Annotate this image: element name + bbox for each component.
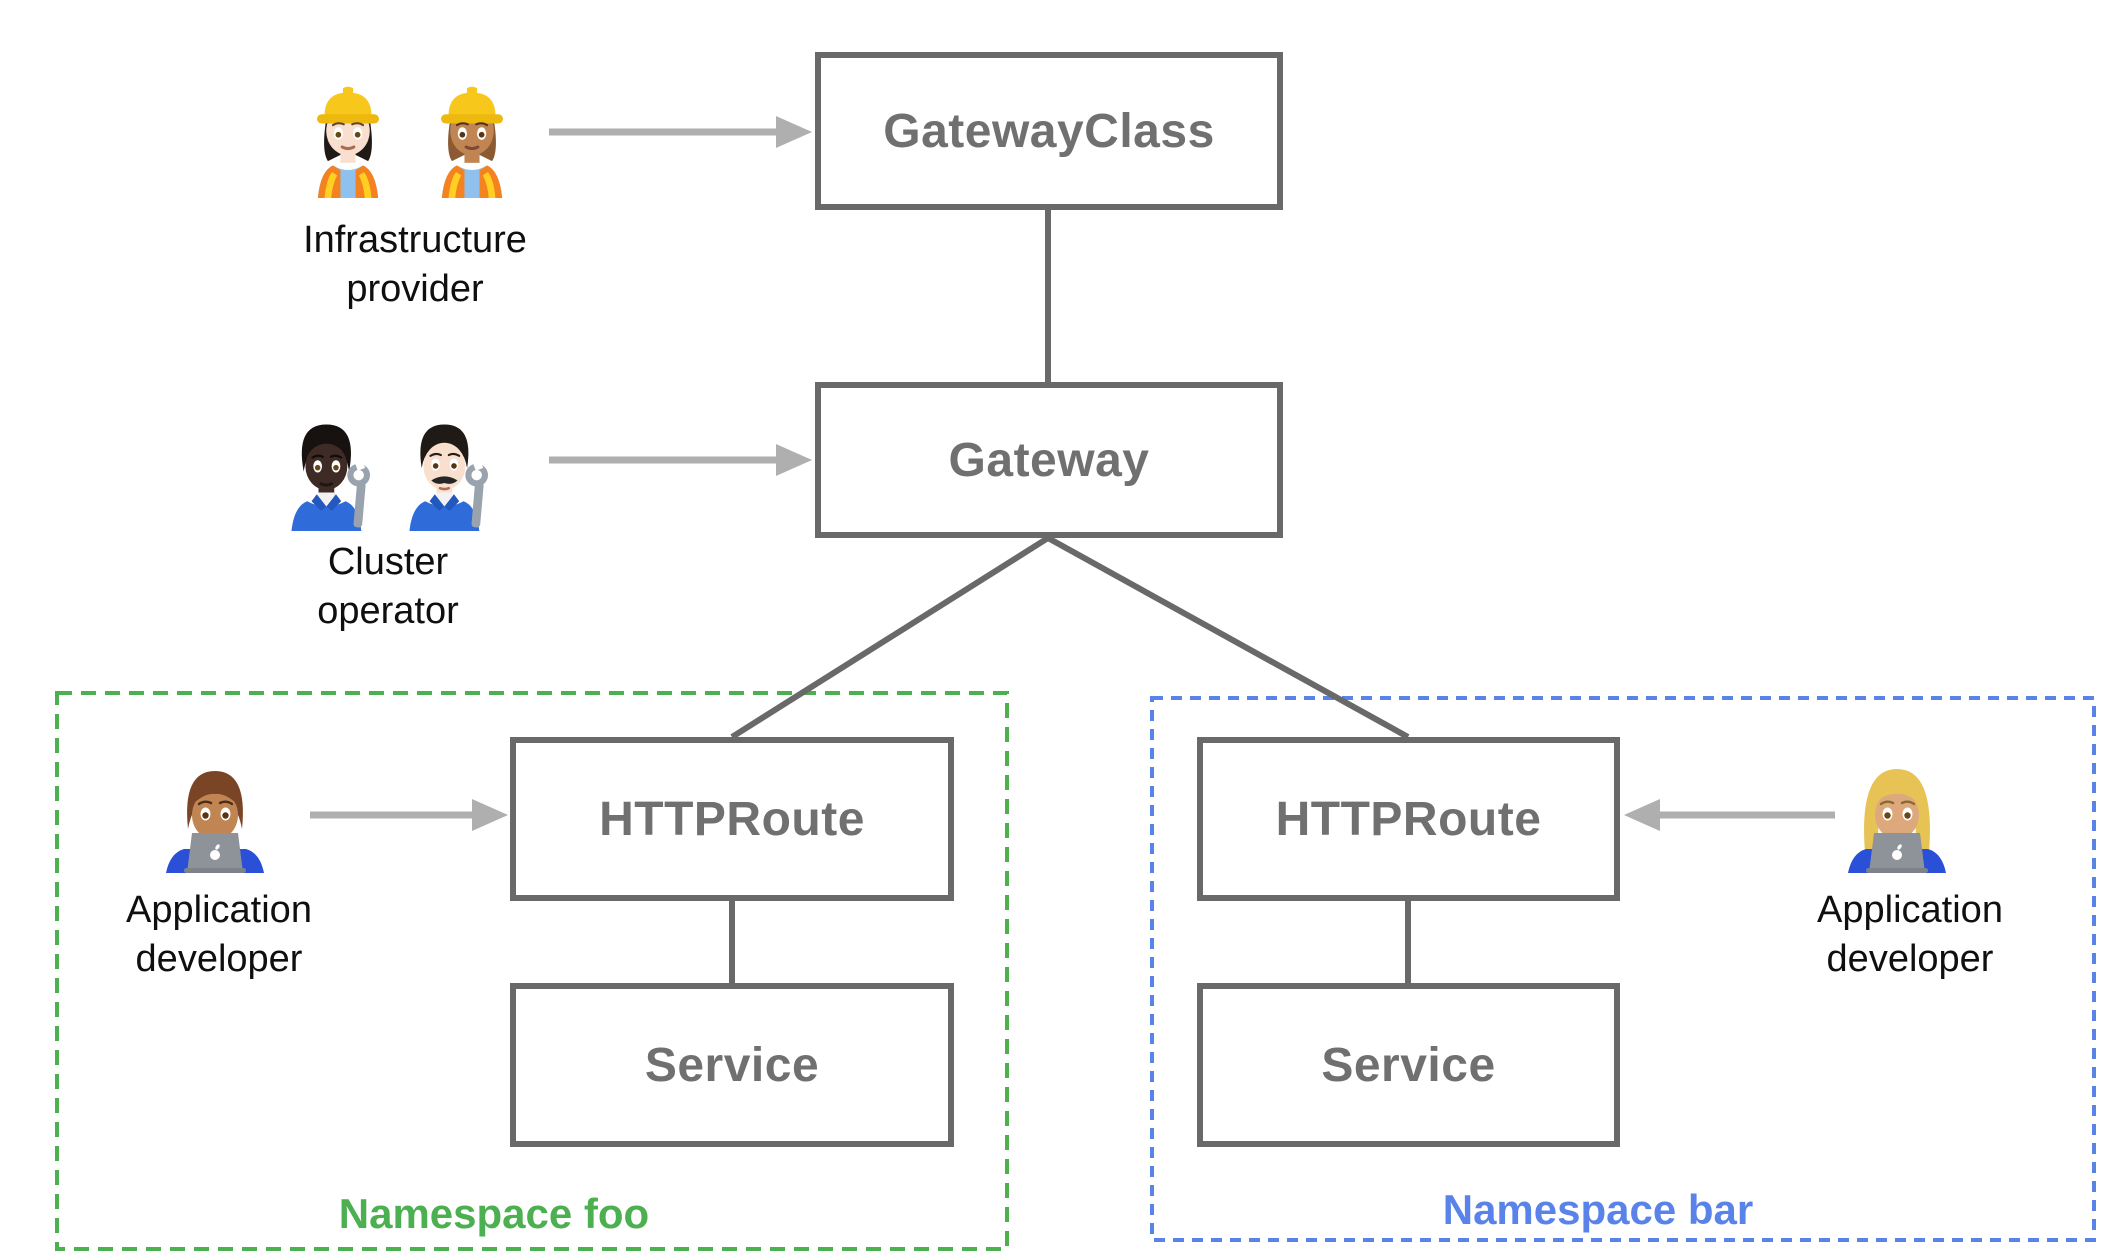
node-httproute-bar: HTTPRoute	[1197, 737, 1620, 901]
infrastructure-provider-label: Infrastructure provider	[303, 219, 527, 310]
node-service-bar: Service	[1197, 983, 1620, 1147]
node-gateway: Gateway	[815, 382, 1283, 538]
namespace-foo-boundary	[55, 691, 1009, 1251]
namespace-bar-label: Namespace bar	[1442, 1186, 1754, 1233]
edge-gateway-httproute-bar	[1046, 535, 1410, 740]
edge-gateway-httproute-foo	[730, 535, 1050, 740]
arrow-app-developer-to-httproute-bar	[1624, 799, 1835, 831]
woman-construction-worker-medium-skin-emoji	[441, 86, 503, 198]
woman-construction-worker-light-skin-emoji	[317, 86, 379, 198]
node-service-foo: Service	[510, 983, 954, 1147]
arrow-infrastructure-provider-to-gatewayclass	[549, 116, 812, 148]
woman-technologist-blonde-emoji	[1848, 769, 1946, 873]
mechanic-dark-skin-emoji	[291, 424, 371, 531]
app-developer-bar-icon	[1842, 757, 1952, 873]
infrastructure-provider-icons	[250, 64, 570, 198]
node-gatewayclass: GatewayClass	[815, 52, 1283, 210]
arrow-app-developer-to-httproute-foo	[310, 799, 508, 831]
namespace-foo-label: Namespace foo	[338, 1190, 650, 1237]
man-technologist-medium-skin-emoji	[166, 771, 264, 873]
man-mechanic-light-skin-emoji	[409, 424, 489, 531]
arrow-cluster-operator-to-gateway	[549, 444, 812, 476]
app-developer-foo-icon	[160, 757, 270, 873]
node-httproute-foo: HTTPRoute	[510, 737, 954, 901]
app-developer-bar-label: Application developer	[1817, 889, 2003, 980]
app-developer-foo-label: Application developer	[126, 889, 312, 980]
cluster-operator-label: Cluster operator	[317, 541, 459, 632]
cluster-operator-icons	[228, 400, 548, 531]
